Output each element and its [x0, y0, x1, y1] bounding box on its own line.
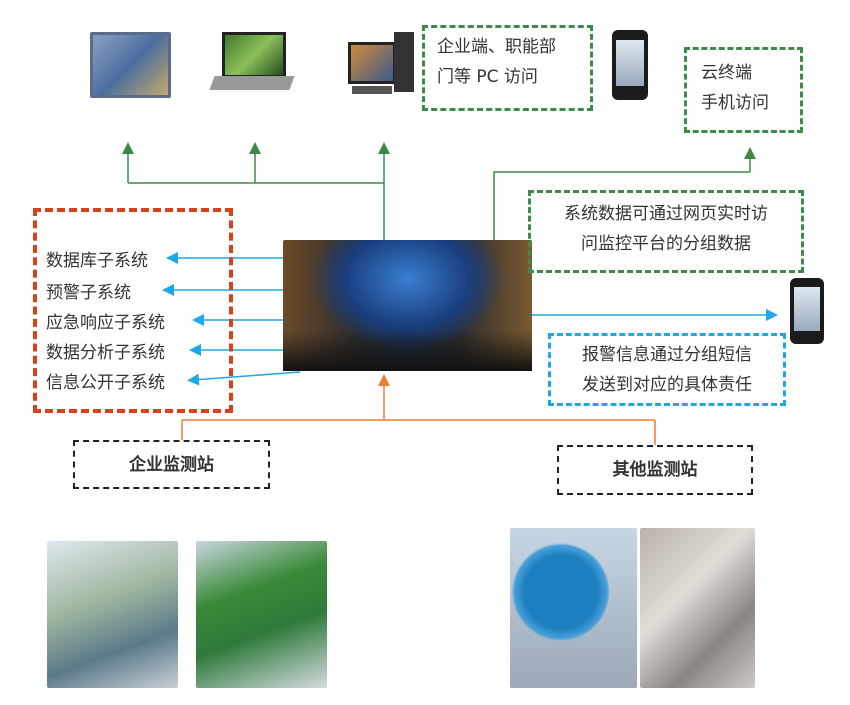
subsystem-warning: 预警子系统 — [46, 283, 131, 303]
touch-panel-image — [90, 32, 171, 98]
sms-note-line-1: 报警信息通过分组短信 — [582, 345, 752, 365]
desktop-pc-image — [348, 28, 418, 98]
subsystems-box — [33, 208, 233, 413]
pc-access-box: 企业端、职能部 门等 PC 访问 — [422, 25, 593, 111]
enterprise-3d-model-image-2 — [196, 541, 327, 688]
cloud-mobile-line-1: 云终端 — [701, 63, 752, 83]
pc-access-line-1: 企业端、职能部 — [437, 37, 556, 57]
enterprise-3d-model-image-1 — [47, 541, 178, 688]
blue-subsystem-arrows — [162, 252, 778, 386]
other-station-label: 其他监测站 — [557, 445, 753, 495]
orange-station-lines — [181, 374, 656, 445]
subsystem-emergency-response: 应急响应子系统 — [46, 313, 165, 333]
field-installation-image — [640, 528, 755, 688]
subsystem-info-disclosure: 信息公开子系统 — [46, 373, 165, 393]
web-access-line-2: 问监控平台的分组数据 — [581, 234, 751, 254]
gas-detector-image — [510, 528, 637, 688]
cloud-mobile-line-2: 手机访问 — [701, 93, 769, 113]
subsystem-data-analysis: 数据分析子系统 — [46, 343, 165, 363]
green-access-lines — [122, 142, 756, 240]
web-access-line-1: 系统数据可通过网页实时访 — [564, 204, 768, 224]
enterprise-station-label: 企业监测站 — [73, 440, 270, 489]
laptop-image — [209, 32, 295, 94]
web-access-note-box: 系统数据可通过网页实时访 问监控平台的分组数据 — [528, 190, 804, 273]
sms-alert-note-box: 报警信息通过分组短信 发送到对应的具体责任 — [548, 333, 786, 406]
control-room-image — [283, 240, 532, 371]
alert-phone-image — [790, 278, 824, 344]
cloud-mobile-box: 云终端 手机访问 — [684, 47, 803, 133]
smartphone-image — [612, 30, 648, 100]
pc-access-line-2: 门等 PC 访问 — [437, 67, 538, 87]
subsystem-database: 数据库子系统 — [46, 251, 148, 271]
sms-note-line-2: 发送到对应的具体责任 — [582, 375, 752, 395]
